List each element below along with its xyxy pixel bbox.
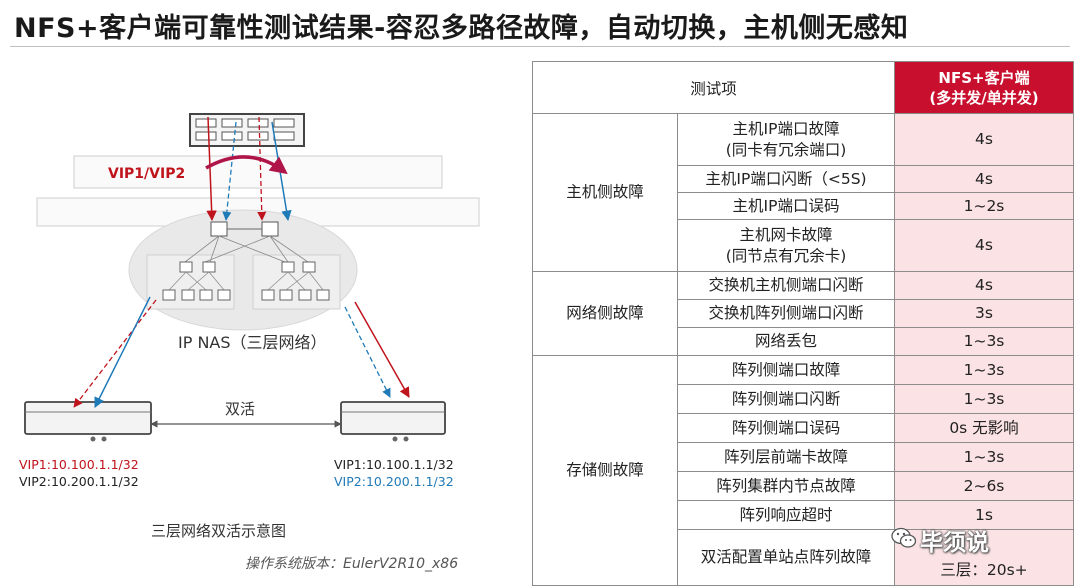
test-value: 4s: [894, 271, 1074, 300]
table-row: 主机IP端口误码 1~2s: [533, 192, 1074, 220]
storage-array-left-icon: [24, 401, 152, 442]
table-row: 阵列侧端口闪断 1~3s: [533, 384, 1074, 414]
wechat-icon: [891, 527, 917, 548]
access-switch-icon: [162, 289, 330, 301]
table-row: 网络丢包 1~3s: [533, 327, 1074, 356]
left-vip1: VIP1:10.100.1.1/32: [19, 457, 139, 472]
left-vip2: VIP2:10.200.1.1/32: [19, 474, 139, 489]
test-item: 网络丢包: [677, 327, 895, 356]
reliability-results-table: 测试项 NFS+客户端 (多并发/单并发) 主机侧故障 主机IP端口故障 (同卡…: [532, 61, 1074, 586]
test-value: 2~6s: [894, 471, 1074, 501]
diagram-caption: 三层网络双活示意图: [151, 522, 286, 540]
watermark: 毕须说: [920, 530, 989, 556]
right-vip2: VIP2:10.200.1.1/32: [334, 474, 454, 489]
test-item-line2: (同节点有冗余卡): [725, 246, 847, 265]
right-vip1: VIP1:10.100.1.1/32: [334, 457, 454, 472]
header-nfs-client-line1: NFS+客户端: [938, 68, 1030, 87]
os-version: 操作系统版本：EulerV2R10_x86: [245, 556, 458, 572]
header-nfs-client-line2: (多并发/单并发): [929, 88, 1039, 107]
table-row: 阵列层前端卡故障 1~3s: [533, 442, 1074, 472]
test-value: 1~2s: [894, 192, 1074, 220]
table-row: 交换机阵列侧端口闪断 3s: [533, 299, 1074, 328]
test-value: 3s: [894, 299, 1074, 328]
test-item: 主机网卡故障 (同节点有冗余卡): [677, 219, 895, 272]
header-test-item: 测试项: [532, 61, 895, 114]
category-network-fault: 网络侧故障: [532, 271, 678, 356]
header-nfs-client: NFS+客户端 (多并发/单并发): [894, 61, 1074, 114]
test-item-line2: (同卡有冗余端口): [725, 140, 847, 159]
test-item: 双活配置单站点阵列故障: [677, 529, 895, 586]
test-value: 1~3s: [894, 355, 1074, 385]
test-item: 交换机阵列侧端口闪断: [677, 299, 895, 328]
test-item: 阵列侧端口故障: [677, 355, 895, 385]
test-item: 阵列侧端口闪断: [677, 384, 895, 414]
vip-band: [73, 155, 443, 189]
test-value: 4s: [894, 165, 1074, 193]
storage-array-right-icon: [340, 401, 446, 442]
test-item: 主机IP端口故障 (同卡有冗余端口): [677, 113, 895, 166]
test-item-line1: 主机IP端口故障: [732, 119, 840, 138]
core-switch-icon: [184, 221, 309, 263]
test-item-line1: 主机网卡故障: [739, 225, 833, 244]
test-item: 主机IP端口误码: [677, 192, 895, 220]
network-diagram: VIP1/VIP2: [19, 113, 480, 572]
test-value: 1~3s: [894, 327, 1074, 356]
table-row: 存储侧故障 阵列侧端口故障 1~3s: [532, 355, 1074, 586]
test-item: 阵列响应超时: [677, 500, 895, 530]
table-row: 网络侧故障 交换机主机侧端口闪断 4s: [532, 271, 1074, 356]
switchover-arrow: [205, 155, 288, 175]
page-title: NFS+客户端可靠性测试结果-容忍多路径故障，自动切换，主机侧无感知: [14, 13, 909, 44]
test-item: 主机IP端口闪断（<5S): [677, 165, 895, 193]
category-host-fault: 主机侧故障: [532, 113, 678, 272]
title-divider: [10, 46, 1070, 47]
table-row: 阵列侧端口误码 0s 无影响: [533, 413, 1074, 443]
test-item: 阵列层前端卡故障: [677, 442, 895, 472]
table-row: 阵列响应超时 1s: [533, 500, 1074, 530]
table-row: 主机侧故障 主机IP端口故障 (同卡有冗余端口) 4s: [532, 113, 1074, 272]
test-item: 阵列侧端口误码: [677, 413, 895, 443]
test-item: 交换机主机侧端口闪断: [677, 271, 895, 300]
test-item: 阵列集群内节点故障: [677, 471, 895, 501]
aggregation-switch-icon: [168, 261, 324, 291]
table-row: 双活配置单站点阵列故障 三层：20s+: [533, 529, 1074, 586]
test-value: 4s: [894, 113, 1074, 166]
vip-label: VIP1/VIP2: [108, 166, 185, 182]
test-value: 1~3s: [894, 384, 1074, 414]
active-active-label: 双活: [225, 400, 255, 418]
network-label: IP NAS（三层网络）: [178, 333, 327, 352]
host-server-icon: [189, 113, 305, 147]
test-value: 1s: [894, 500, 1074, 530]
test-value: 4s: [894, 219, 1074, 272]
table-row: 主机网卡故障 (同节点有冗余卡) 4s: [533, 219, 1074, 272]
test-value: 三层：20s+: [894, 529, 1074, 586]
category-storage-fault: 存储侧故障: [532, 355, 678, 586]
table-row: 阵列集群内节点故障 2~6s: [533, 471, 1074, 501]
test-value: 0s 无影响: [894, 413, 1074, 443]
test-value: 1~3s: [894, 442, 1074, 472]
